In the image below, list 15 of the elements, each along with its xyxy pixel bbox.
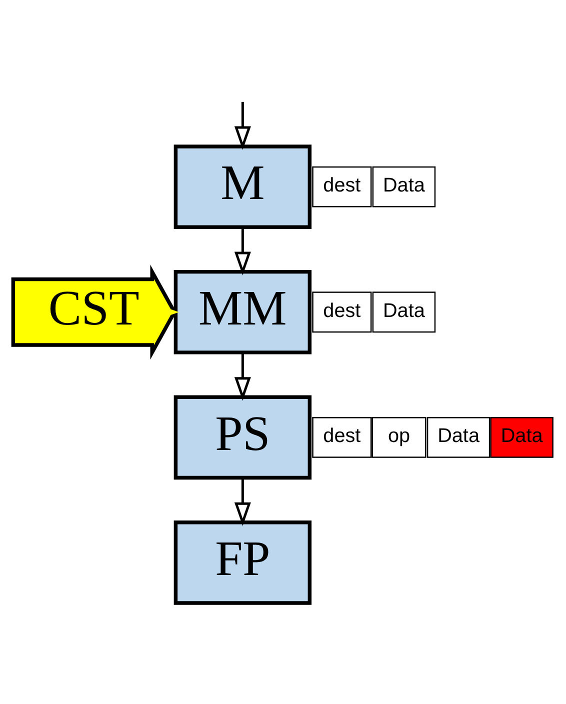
node-box: dest [312,166,372,208]
node-box: dest [312,416,372,458]
node-box: op [372,416,426,458]
arrow [234,227,251,276]
arrow [234,102,251,150]
node-box: Data [372,292,436,333]
node-box: FP [174,520,312,605]
node-box: Data [490,416,554,458]
node-box: dest [312,292,372,333]
node-box: PS [174,395,312,480]
node-box: Data [372,166,436,208]
node-box: Data [426,416,490,458]
node-box: M [174,144,312,230]
arrow [234,352,251,401]
arrow [234,478,251,526]
